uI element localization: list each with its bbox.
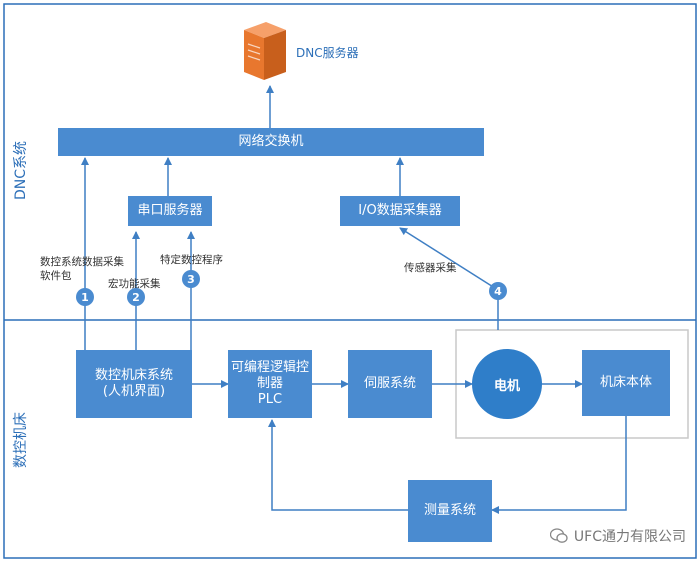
cnc-machine-section-label: 数控机床 bbox=[13, 412, 29, 468]
marker-2: 2 bbox=[127, 288, 145, 306]
marker-3: 3 bbox=[182, 270, 200, 288]
plc-line-3: PLC bbox=[257, 392, 283, 408]
annotation-macro-collection: 宏功能采集 bbox=[108, 278, 161, 290]
server-label: DNC服务器 bbox=[296, 46, 359, 60]
arrow-sensor-diagonal bbox=[399, 227, 499, 291]
plc: 可编程逻辑控 制器 PLC bbox=[228, 350, 312, 418]
annotation-software-package-line1: 数控系统数据采集 bbox=[40, 256, 124, 268]
annotation-specific-program: 特定数控程序 bbox=[160, 254, 223, 266]
outer-border bbox=[3, 3, 697, 559]
server-icon bbox=[244, 22, 286, 80]
cnc-system-title: 数控机床系统 bbox=[94, 367, 173, 383]
network-switch: 网络交换机 bbox=[58, 128, 484, 156]
arrow-measurement-to-plc bbox=[268, 419, 408, 511]
marker-4: 4 bbox=[489, 282, 507, 300]
io-data-collector: I/O数据采集器 bbox=[340, 196, 460, 226]
serial-server: 串口服务器 bbox=[128, 196, 212, 226]
servo-system: 伺服系统 bbox=[348, 350, 432, 418]
dnc-section-label: DNC系统 bbox=[13, 140, 29, 200]
measurement-system: 测量系统 bbox=[408, 480, 492, 542]
annotation-sensor-collection: 传感器采集 bbox=[404, 262, 457, 274]
plc-line-2: 制器 bbox=[256, 375, 283, 391]
arrow-body-to-measurement bbox=[491, 416, 627, 514]
motor: 电机 bbox=[472, 349, 542, 419]
annotation-software-package-line2: 软件包 bbox=[40, 270, 72, 282]
marker-1: 1 bbox=[76, 288, 94, 306]
plc-line-1: 可编程逻辑控 bbox=[230, 359, 309, 375]
watermark-text: UFC通力有限公司 bbox=[573, 529, 686, 545]
machine-body: 机床本体 bbox=[582, 350, 670, 416]
cnc-system: 数控机床系统 (人机界面) bbox=[76, 350, 192, 418]
wechat-icon bbox=[549, 528, 568, 543]
watermark: UFC通力有限公司 bbox=[549, 526, 686, 546]
cnc-system-subtitle: (人机界面) bbox=[102, 384, 166, 399]
